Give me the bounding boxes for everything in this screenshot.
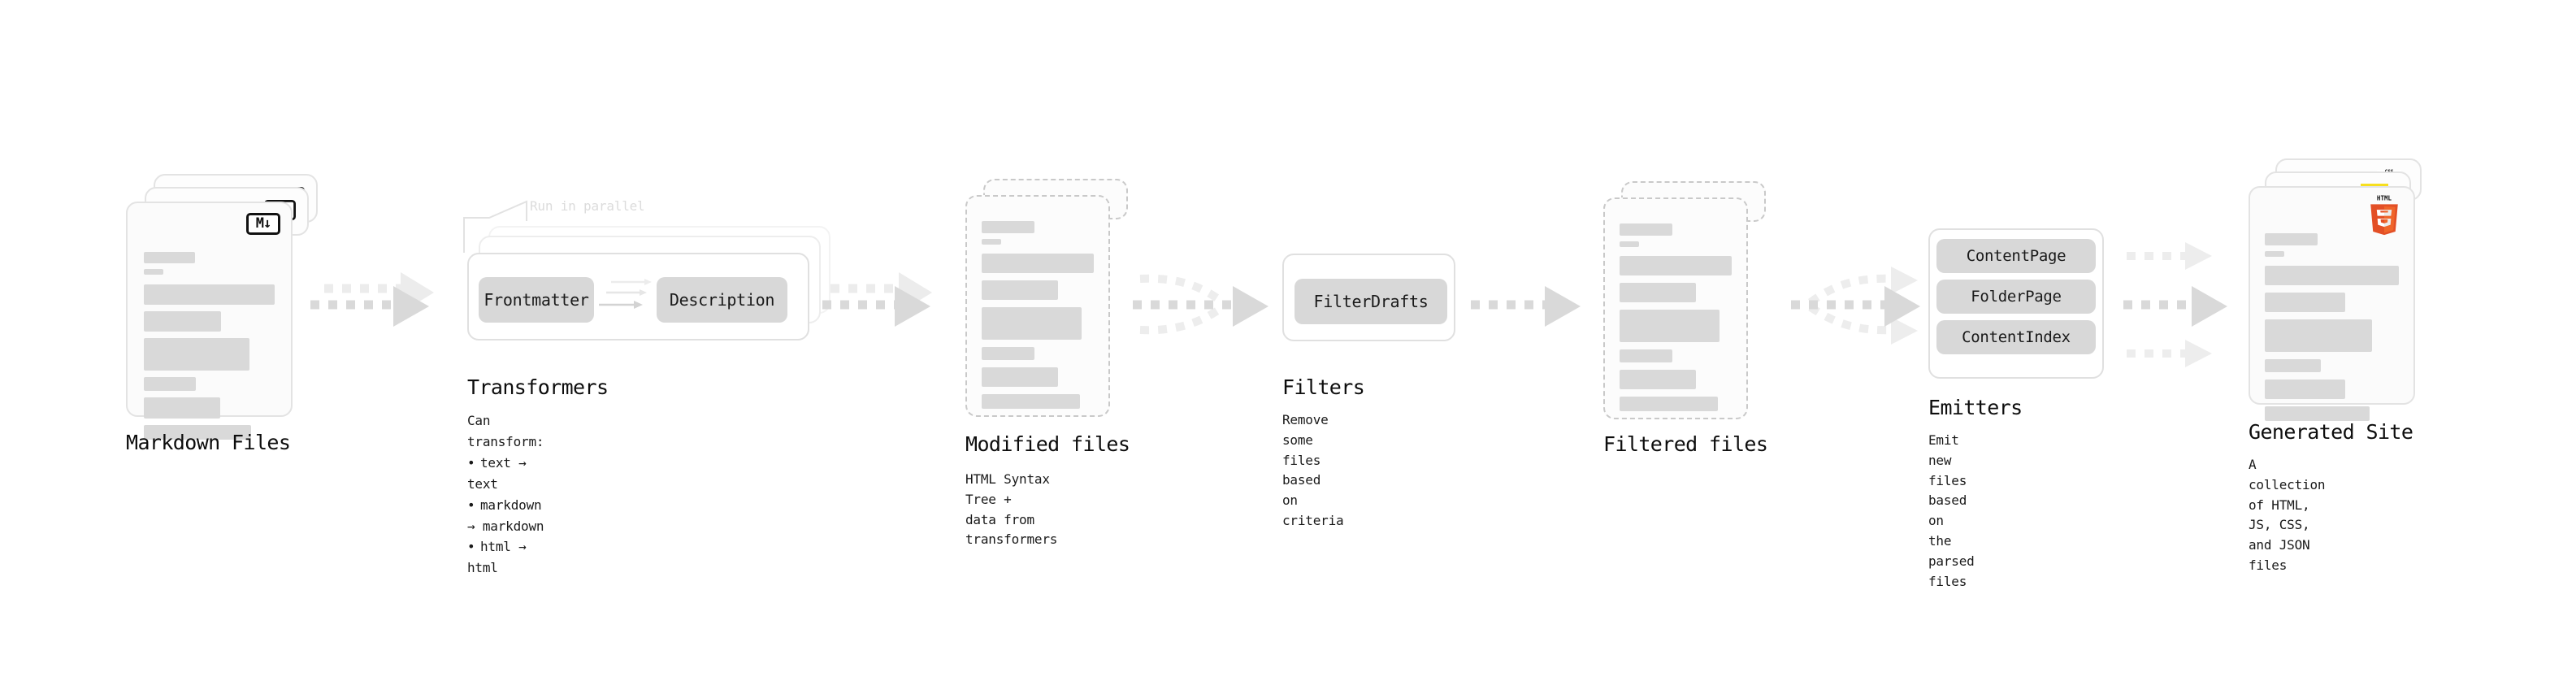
skeleton-line (144, 397, 220, 419)
site-skeleton (2265, 233, 2399, 421)
arrow-transformers-to-modified (822, 272, 932, 327)
arrow-md-to-transformers (310, 272, 434, 327)
stage-title-markdown-files: Markdown Files (126, 431, 291, 454)
stage-subtitle-generated-site: A collection of HTML, JS, CSS, and JSON … (2249, 457, 2326, 573)
transformer-chip-frontmatter[interactable]: Frontmatter (479, 277, 594, 323)
skeleton-line (982, 394, 1081, 409)
skeleton-line (982, 367, 1058, 387)
site-card-front: HTML (2249, 186, 2415, 421)
skeleton-line (144, 269, 163, 275)
filter-chip-filterdrafts[interactable]: FilterDrafts (1295, 279, 1447, 324)
skeleton-line (982, 347, 1034, 360)
skeleton-line (144, 338, 250, 371)
arrow-filters-to-filtered (1471, 286, 1581, 327)
skeleton-line (144, 377, 196, 391)
arrow-filtered-to-emitters (1791, 267, 1920, 345)
skeleton-line (2265, 233, 2318, 245)
skeleton-line (2265, 359, 2322, 372)
skeleton-line (1620, 349, 1672, 362)
skeleton-line (982, 239, 1001, 245)
skeleton-line (1620, 310, 1720, 342)
capability-heading: Can transform: (467, 413, 544, 449)
skeleton-line (144, 425, 252, 440)
transformer-chip-description[interactable]: Description (657, 277, 787, 323)
skeleton-line (2265, 251, 2284, 257)
emitter-chip-contentpage[interactable]: ContentPage (1936, 239, 2096, 273)
filtered-card-front (1603, 197, 1748, 419)
skeleton-line (144, 311, 221, 332)
stage-title-filters: Filters (1282, 375, 1365, 399)
arrow-modified-to-filters (1133, 274, 1268, 335)
skeleton-line (982, 254, 1094, 273)
skeleton-line (2265, 380, 2345, 399)
skeleton-line (1620, 223, 1672, 236)
run-in-parallel-label: Run in parallel (530, 198, 645, 214)
html5-badge-icon: HTML (2370, 194, 2398, 236)
capability-item: markdown → markdown (467, 495, 544, 537)
markdown-badge-icon: M↓ (246, 213, 280, 235)
stage-title-filtered-files: Filtered files (1603, 432, 1768, 456)
capability-item: text → text (467, 453, 544, 495)
skeleton-line (2265, 406, 2370, 421)
arrow-emitters-to-site (2123, 242, 2227, 367)
skeleton-line (2265, 319, 2372, 352)
filtered-skeleton (1620, 223, 1732, 411)
skeleton-line (1620, 256, 1732, 275)
skeleton-line (1620, 241, 1639, 247)
skeleton-line (982, 221, 1034, 233)
skeleton-line (982, 307, 1082, 340)
skeleton-line (2265, 293, 2345, 312)
skeleton-line (1620, 283, 1696, 302)
emitter-chip-folderpage[interactable]: FolderPage (1936, 280, 2096, 314)
skeleton-line (2265, 266, 2399, 285)
skeleton-line (1620, 397, 1719, 411)
modified-card-front (965, 195, 1110, 417)
stage-subtitle-filters: Remove some files based on criteria (1282, 412, 1344, 528)
markdown-card-front: M↓ (126, 202, 293, 440)
stage-title-modified-files: Modified files (965, 432, 1130, 456)
html5-word: HTML (2377, 194, 2392, 202)
transformers-capability-list: Can transform: text → text markdown → ma… (467, 410, 544, 579)
stage-subtitle-emitters: Emit new files based on the parsed files (1928, 432, 1975, 589)
stage-subtitle-modified-files: HTML Syntax Tree + data from transformer… (965, 471, 1058, 548)
skeleton-line (982, 280, 1058, 300)
skeleton-line (144, 252, 195, 263)
emitter-chip-contentindex[interactable]: ContentIndex (1936, 320, 2096, 354)
capability-item: html → html (467, 536, 544, 579)
modified-skeleton (982, 221, 1094, 409)
stage-title-generated-site: Generated Site (2249, 420, 2413, 444)
skeleton-line (1620, 370, 1696, 389)
stage-title-emitters: Emitters (1928, 396, 2023, 419)
markdown-skeleton (144, 252, 275, 440)
stage-title-transformers: Transformers (467, 375, 609, 399)
skeleton-line (144, 284, 275, 305)
